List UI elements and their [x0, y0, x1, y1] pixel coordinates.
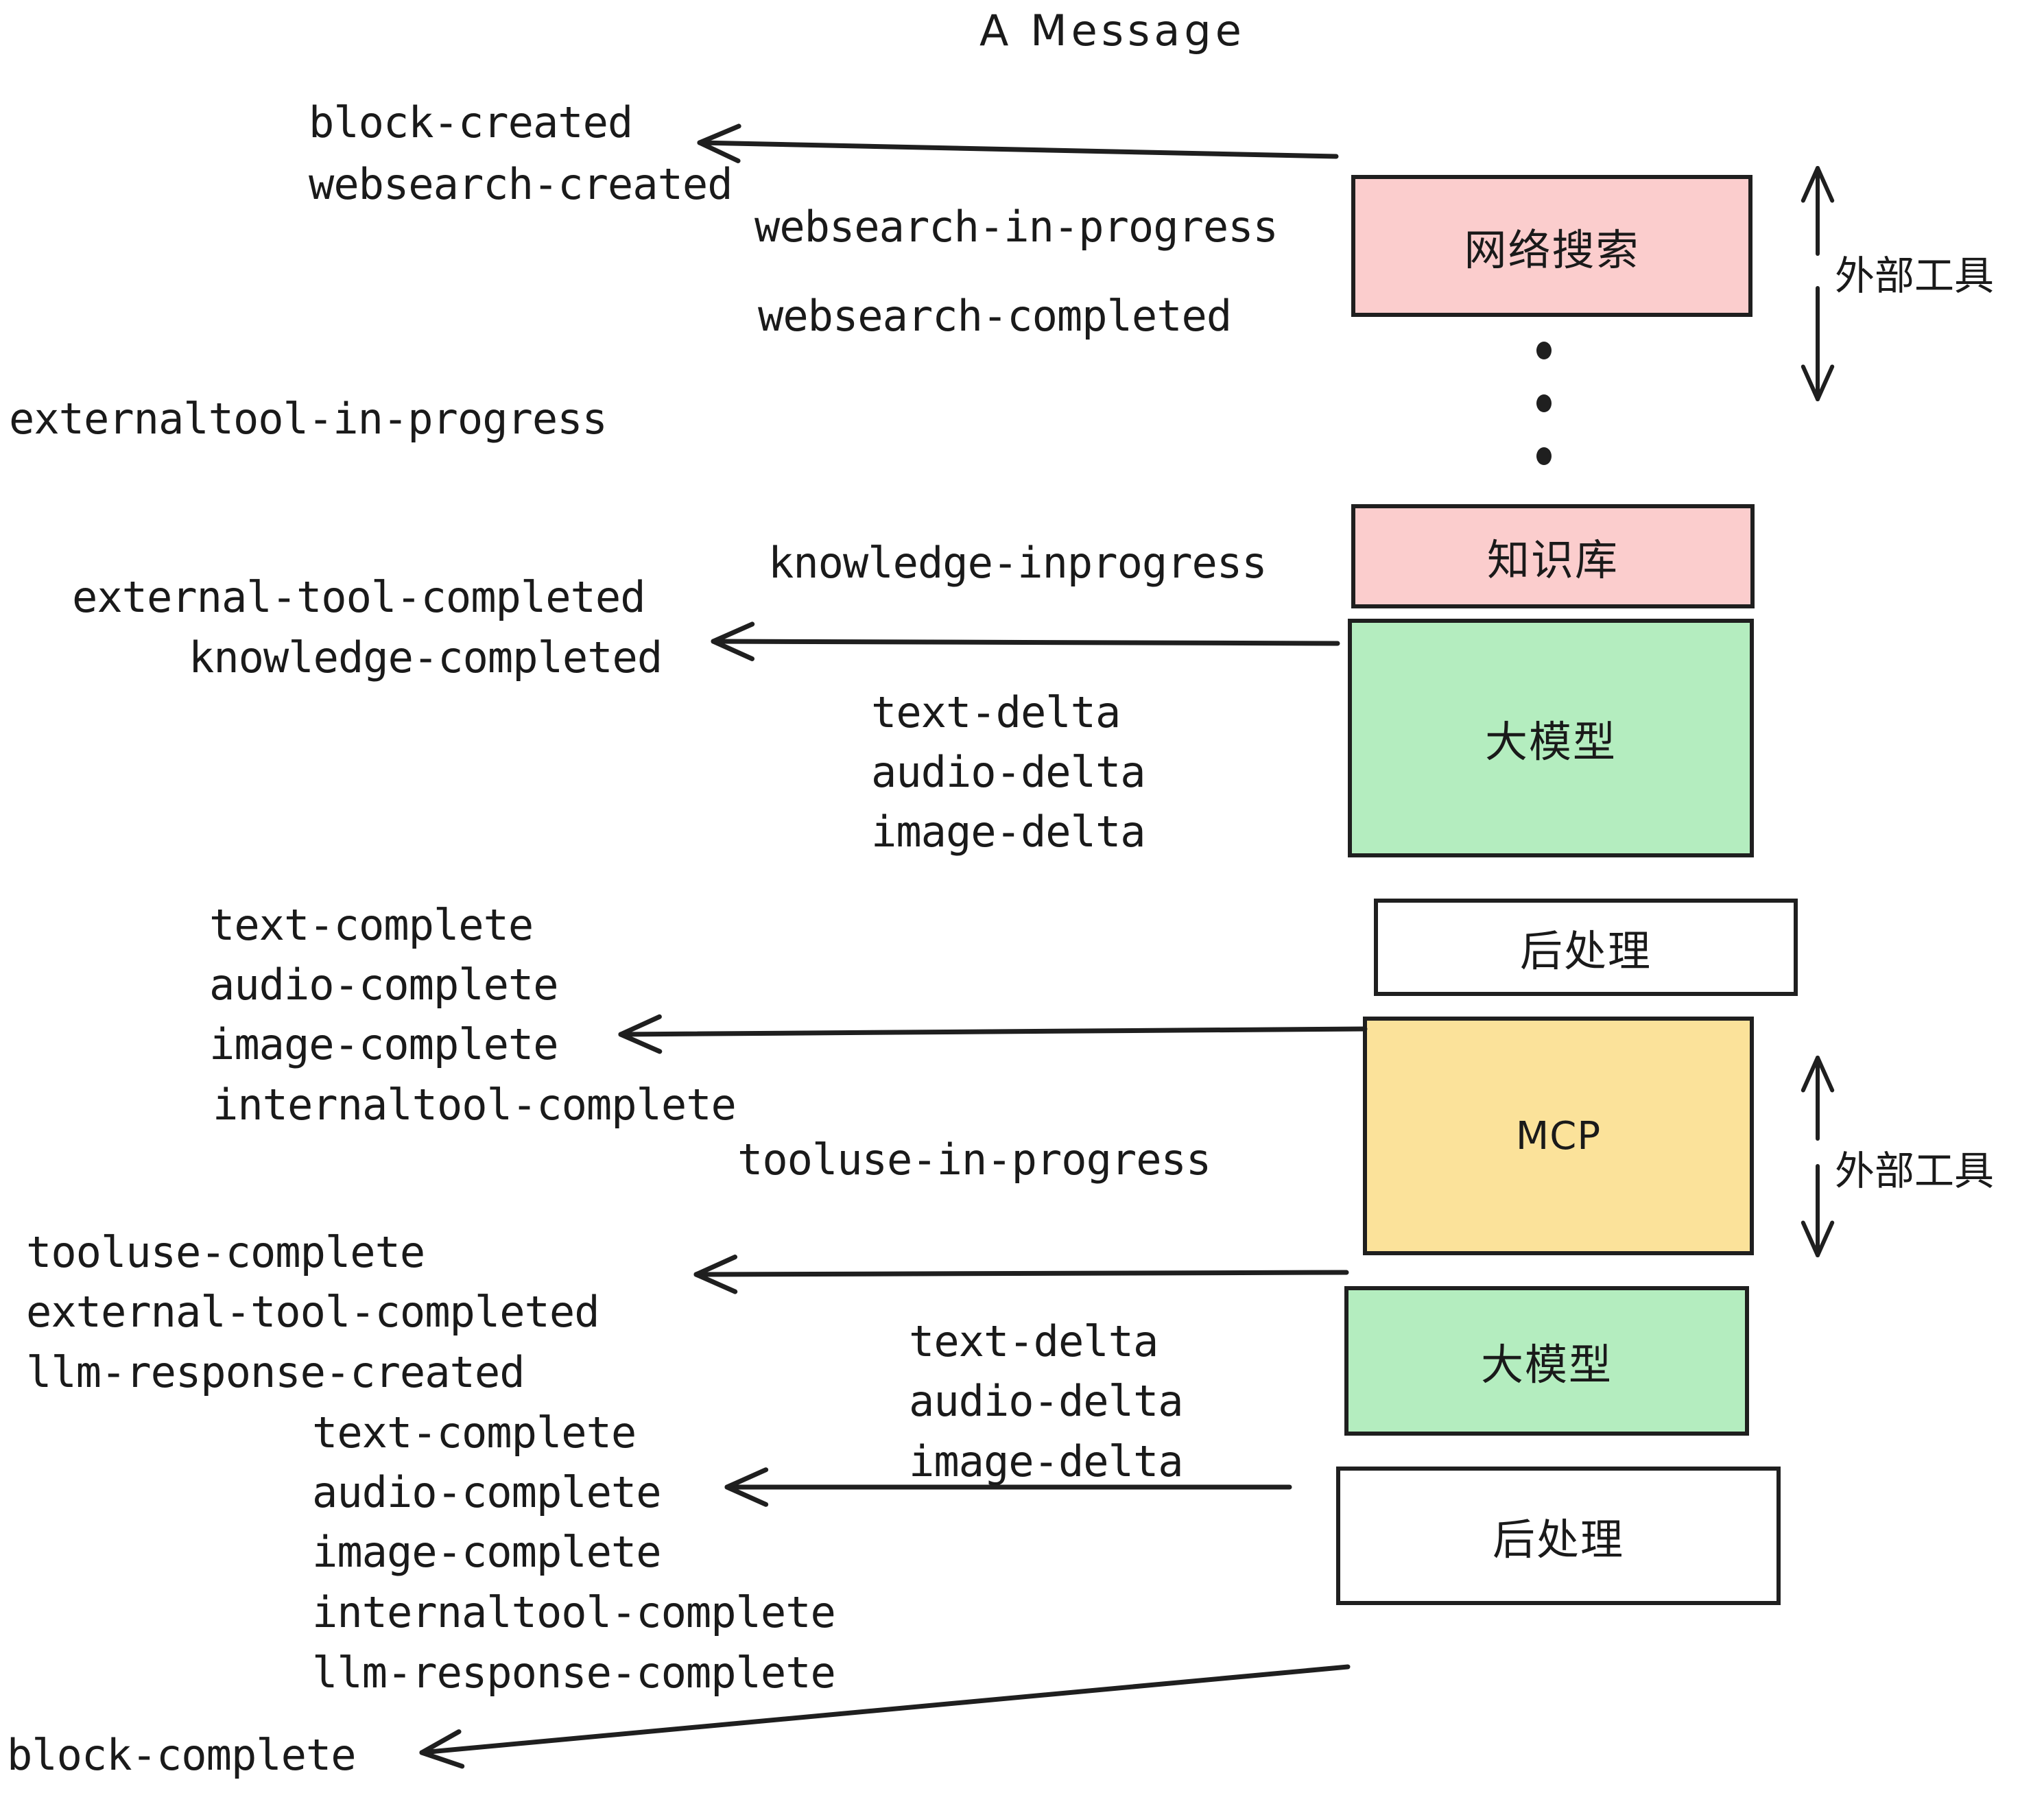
event-label-external-tool-completed-2: external-tool-completed: [26, 1287, 600, 1337]
group-bracket-external-tools-top: [1801, 166, 1835, 401]
arrow-websearch-to-block: [697, 123, 1339, 163]
event-label-websearch-in-progress: websearch-in-progress: [754, 202, 1279, 252]
node-box-mcp: MCP: [1363, 1017, 1754, 1255]
event-label-llm-response-created: llm-response-created: [26, 1347, 525, 1397]
group-label-external-tools-top: 外部工具: [1835, 252, 1995, 299]
event-label-audio-delta-2: audio-delta: [909, 1376, 1184, 1426]
event-label-image-complete-2: image-complete: [312, 1527, 662, 1577]
node-box-label-postprocess-1: 后处理: [1519, 926, 1652, 976]
node-box-postprocess-2: 后处理: [1336, 1467, 1781, 1605]
node-box-label-websearch: 网络搜索: [1464, 224, 1640, 275]
event-label-knowledge-completed: knowledge-completed: [189, 632, 663, 683]
node-box-label-llm-2: 大模型: [1480, 1340, 1613, 1390]
node-box-llm-2: 大模型: [1344, 1286, 1749, 1436]
event-label-tooluse-in-progress: tooluse-in-progress: [737, 1135, 1211, 1185]
event-label-audio-delta-1: audio-delta: [871, 747, 1146, 797]
event-label-text-delta-1: text-delta: [871, 687, 1121, 737]
node-box-knowledge: 知识库: [1351, 504, 1755, 608]
event-label-text-complete-1: text-complete: [209, 900, 534, 950]
event-label-text-delta-2: text-delta: [909, 1316, 1158, 1366]
event-label-llm-response-complete: llm-response-complete: [312, 1648, 836, 1698]
event-label-block-created: block-created: [309, 97, 633, 147]
event-label-websearch-created: websearch-created: [309, 159, 733, 209]
event-label-audio-complete-2: audio-complete: [312, 1467, 662, 1517]
event-label-text-complete-2: text-complete: [312, 1408, 637, 1458]
event-label-internaltool-complete-1: internaltool-complete: [213, 1080, 737, 1130]
event-label-websearch-completed: websearch-completed: [758, 291, 1232, 341]
node-box-label-knowledge: 知识库: [1486, 535, 1619, 585]
node-box-label-llm-1: 大模型: [1484, 717, 1617, 767]
event-label-image-delta-2: image-delta: [909, 1436, 1184, 1486]
event-label-tooluse-complete: tooluse-complete: [26, 1227, 425, 1277]
arrow-postprocess-to-image: [618, 1014, 1368, 1054]
event-label-internaltool-complete-2: internaltool-complete: [312, 1587, 836, 1637]
diagram-title: A Message: [979, 5, 1246, 56]
node-box-llm-1: 大模型: [1348, 619, 1754, 857]
arrow-mcp-to-tooluse: [693, 1255, 1349, 1294]
event-label-knowledge-inprogress: knowledge-inprogress: [768, 538, 1268, 588]
arrow-knowledge-to-completed: [711, 621, 1340, 661]
event-label-image-complete-1: image-complete: [209, 1019, 559, 1069]
event-label-externaltool-in-progress: externaltool-in-progress: [9, 394, 608, 444]
event-label-image-delta-1: image-delta: [871, 807, 1146, 857]
ellipsis-dot-1: [1536, 342, 1552, 359]
event-label-block-complete: block-complete: [7, 1730, 357, 1780]
event-label-external-tool-completed-1: external-tool-completed: [72, 572, 646, 622]
event-label-audio-complete-1: audio-complete: [209, 960, 559, 1010]
node-box-websearch: 网络搜索: [1351, 175, 1752, 317]
group-label-external-tools-bottom: 外部工具: [1835, 1148, 1995, 1194]
group-bracket-external-tools-bottom: [1801, 1056, 1835, 1257]
ellipsis-dot-3: [1536, 447, 1552, 465]
node-box-label-postprocess-2: 后处理: [1492, 1515, 1624, 1565]
ellipsis-dot-2: [1536, 394, 1552, 412]
node-box-label-mcp: MCP: [1515, 1113, 1602, 1159]
node-box-postprocess-1: 后处理: [1374, 899, 1798, 996]
